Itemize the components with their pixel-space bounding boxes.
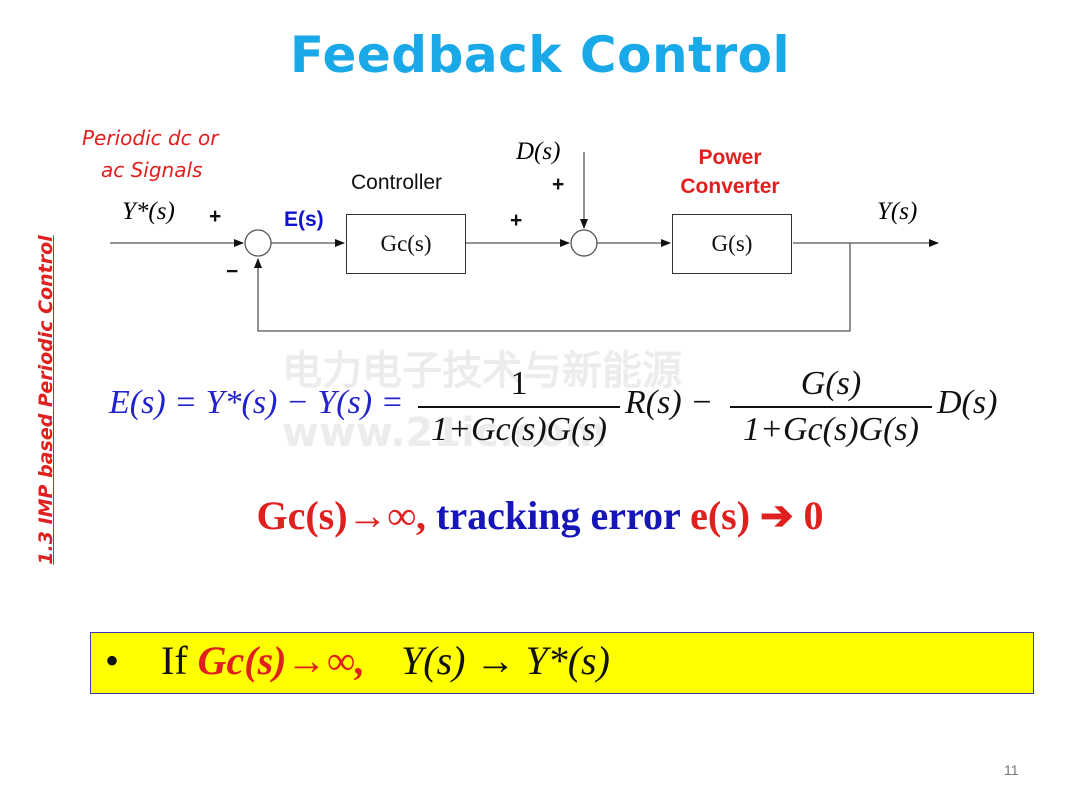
converter-title: Power Converter [660,143,800,201]
fraction-2: G(s) 1+Gc(s)G(s) [730,365,932,449]
page-number: 11 [1004,762,1019,778]
bullet: • [105,638,120,683]
watermark: 电力电子技术与新能源 [282,338,682,396]
watermark-line2: www.21ic.com [282,410,607,456]
error-label: E(s) [284,208,324,231]
signal-note-line1: Periodic dc or [82,126,219,150]
equation-rhs: D(s) [937,384,998,421]
watermark-url: www.21ic.com [282,410,607,456]
plus-sign-2: + [510,209,523,232]
fraction-1-numerator: 1 [510,365,528,402]
minus-sign-1: − [226,260,239,283]
disturbance-label: D(s) [516,138,561,165]
equation-lhs: E(s) = Y*(s) − Y(s) = [109,384,404,421]
converter-title-line1: Power [698,146,762,169]
watermark-line1: 电力电子技术与新能源 [282,348,682,394]
tracking-text: tracking error [436,493,681,538]
equation-mid: R(s) − [625,384,714,421]
highlight-condition: Gc(s)→∞, [197,638,366,683]
plant-block: G(s) [672,214,792,274]
fraction-1-denominator: 1+Gc(s)G(s) [431,411,607,448]
controller-block: Gc(s) [346,214,466,274]
output-label: Y(s) [877,198,918,225]
plant-block-label: G(s) [711,231,753,256]
fraction-1-bar [418,406,620,408]
summing-junction-2 [570,229,598,257]
fraction-2-numerator: G(s) [800,365,862,402]
fraction-1: 1 1+Gc(s)G(s) [418,365,620,449]
plus-sign-3: + [552,173,565,196]
highlight-if: If [161,638,188,683]
tracking-statement: Gc(s)→∞, tracking error e(s) ➔ 0 [0,492,1080,539]
summing-junction-1 [244,229,272,257]
highlight-box: • If Gc(s)→∞, Y(s) → Y*(s) [90,632,1034,694]
tracking-condition: Gc(s)→∞, [256,493,427,538]
converter-title-line2: Converter [680,175,780,198]
fraction-2-bar [730,406,932,408]
block-diagram [110,152,939,332]
input-label: Y*(s) [122,198,175,225]
controller-title: Controller [351,171,443,194]
feedback-path [254,243,851,332]
plus-sign-1: + [209,205,222,228]
signal-note-line2: ac Signals [101,158,203,182]
highlight-result: Y(s) → Y*(s) [401,638,610,683]
highlight-content: • If Gc(s)→∞, Y(s) → Y*(s) [105,637,610,684]
controller-block-label: Gc(s) [380,231,432,256]
tracking-result: e(s) ➔ 0 [690,493,824,538]
page-title: Feedback Control [289,26,791,84]
fraction-2-denominator: 1+Gc(s)G(s) [743,411,919,448]
